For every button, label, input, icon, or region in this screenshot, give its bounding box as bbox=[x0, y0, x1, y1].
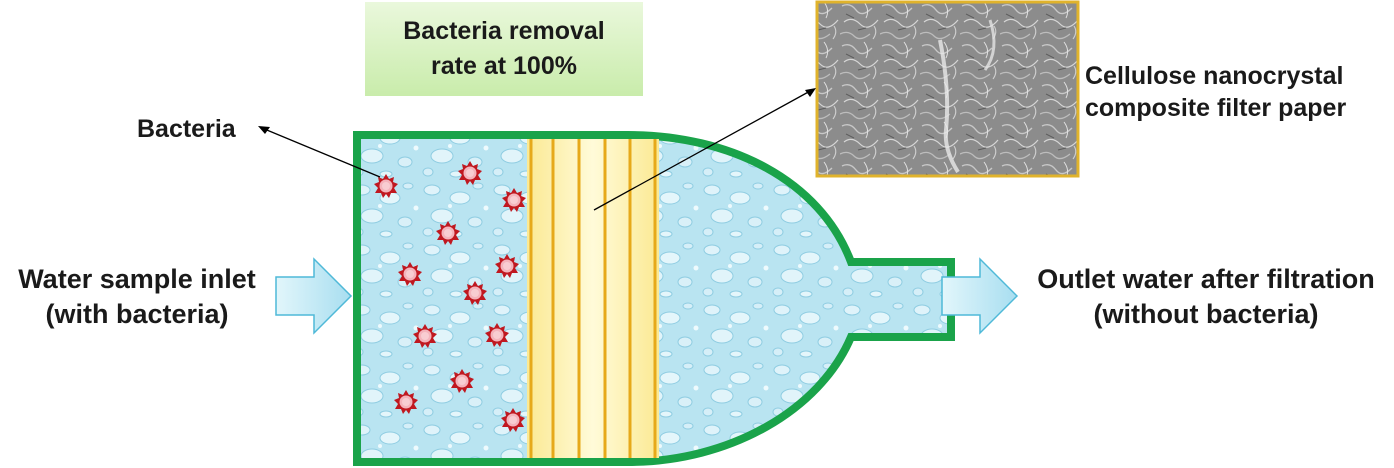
inlet-label-line2: (with bacteria) bbox=[45, 298, 229, 329]
removal-rate-banner: Bacteria removal rate at 100% bbox=[365, 2, 643, 96]
removal-rate-line1: Bacteria removal bbox=[403, 17, 605, 45]
inlet-arrow-icon bbox=[275, 257, 353, 335]
filter-paper-label-line2: composite filter paper bbox=[1085, 94, 1347, 122]
outlet-label: Outlet water after filtration (without b… bbox=[1022, 262, 1390, 331]
inlet-label-line1: Water sample inlet bbox=[18, 264, 256, 294]
outlet-label-line1: Outlet water after filtration bbox=[1037, 264, 1375, 294]
filter-paper-pointer bbox=[593, 89, 813, 211]
filter-layer bbox=[527, 139, 659, 458]
removal-rate-line2: rate at 100% bbox=[431, 52, 577, 80]
bacteria-pointer bbox=[261, 127, 381, 178]
filter-paper-label-line1: Cellulose nanocrystal bbox=[1085, 62, 1344, 90]
outlet-label-line2: (without bacteria) bbox=[1093, 298, 1319, 329]
inlet-label: Water sample inlet (with bacteria) bbox=[0, 262, 274, 331]
micrograph-image bbox=[815, 0, 1080, 178]
filter-paper-label: Cellulose nanocrystal composite filter p… bbox=[1085, 60, 1346, 124]
bacteria-label: Bacteria bbox=[137, 115, 236, 143]
outlet-arrow-icon bbox=[941, 257, 1019, 335]
